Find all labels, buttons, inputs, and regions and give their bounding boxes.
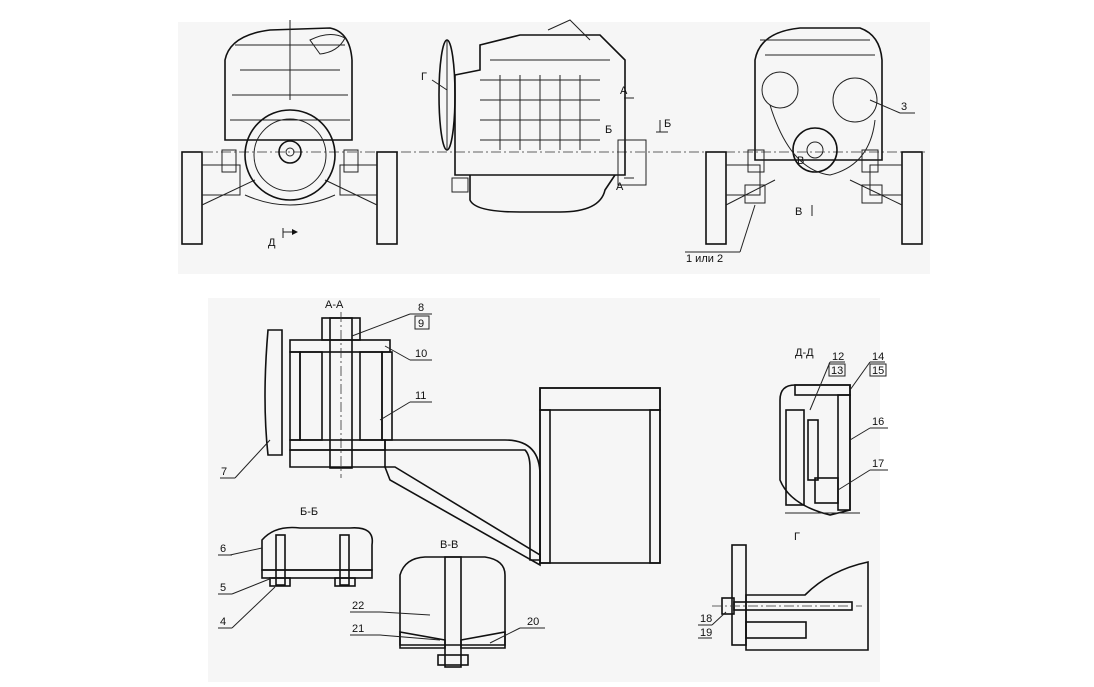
callout-3: 3: [901, 101, 907, 113]
callout-18: 18: [700, 613, 712, 625]
view-marker-b-right: Б: [664, 118, 671, 130]
frame-rail-left: [181, 151, 203, 245]
section-vv-title: В-В: [440, 539, 458, 551]
section-aa: А-А 8 9 10 11: [220, 299, 661, 567]
callout-22: 22: [352, 600, 364, 612]
view-marker-a-top: А: [620, 85, 628, 97]
section-details-panel: [208, 298, 880, 682]
frame-rail-right: [376, 151, 398, 245]
callout-19: 19: [700, 627, 712, 639]
section-bb: Б-Б 6 5 4: [218, 506, 374, 629]
engine-front-view: Д: [181, 20, 398, 249]
view-marker-v-bottom: В: [795, 206, 802, 218]
callout-7: 7: [221, 466, 227, 478]
view-g-title: Г: [794, 531, 800, 543]
callout-12: 12: [832, 351, 844, 363]
frame-rail-right-rear: [901, 151, 923, 245]
callout-6: 6: [220, 543, 226, 555]
section-bb-title: Б-Б: [300, 506, 318, 518]
section-aa-title: А-А: [325, 299, 344, 311]
callout-8: 8: [418, 302, 424, 314]
callout-16: 16: [872, 416, 884, 428]
callout-21: 21: [352, 623, 364, 635]
callout-14: 14: [872, 351, 884, 363]
frame-rail-left-rear: [705, 151, 727, 245]
callout-4: 4: [220, 616, 226, 628]
callout-5: 5: [220, 582, 226, 594]
callout-15: 15: [872, 365, 884, 377]
callout-17: 17: [872, 458, 884, 470]
callout-1-or-2: 1 или 2: [686, 253, 723, 265]
section-vv: В-В 22 21 20: [350, 539, 545, 668]
callout-9: 9: [418, 318, 424, 330]
engine-views-panel: [178, 22, 930, 274]
view-marker-a-bottom: А: [616, 181, 624, 193]
view-marker-v-top: В: [797, 155, 804, 167]
view-g: Г 18 19: [698, 531, 869, 651]
oil-pan: [469, 174, 616, 213]
view-marker-d: Д: [268, 237, 276, 249]
engine-rear-view: В В 3 1 или 2: [685, 27, 923, 265]
callout-20: 20: [527, 616, 539, 628]
crank-pulley: [792, 127, 838, 173]
view-marker-g: Г: [421, 71, 427, 83]
callout-13: 13: [831, 365, 843, 377]
section-dd: Д-Д 12 13 14 15 16 17: [779, 347, 888, 516]
engine-side-view: Г А А Б Б: [421, 19, 671, 213]
section-dd-title: Д-Д: [795, 347, 814, 359]
view-marker-b-left: Б: [605, 124, 612, 136]
callout-10: 10: [415, 348, 427, 360]
callout-11: 11: [415, 390, 426, 402]
flywheel-housing: [244, 109, 336, 201]
